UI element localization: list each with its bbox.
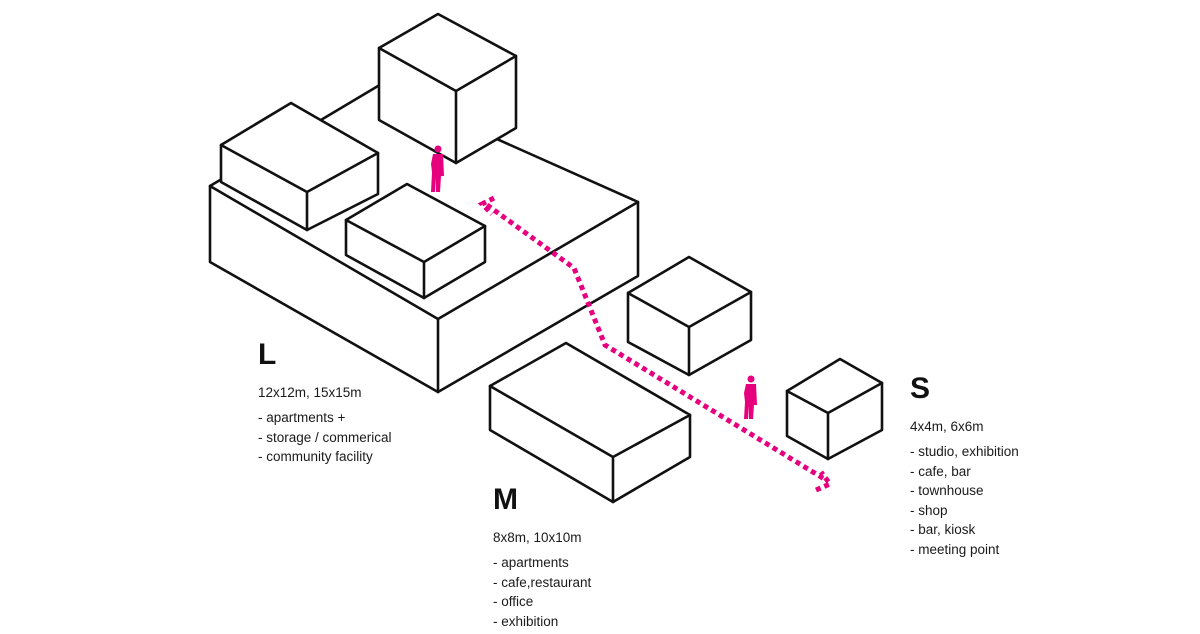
use-item: bar, kiosk xyxy=(910,520,1019,540)
uses-list-s: studio, exhibition cafe, bar townhouse s… xyxy=(910,442,1019,559)
medium-flat-block xyxy=(488,341,692,504)
group-medium: M 8x8m, 10x10m apartments cafe,restauran… xyxy=(493,485,591,631)
use-item: studio, exhibition xyxy=(910,442,1019,462)
use-item: cafe, bar xyxy=(910,462,1019,482)
size-letter-s: S xyxy=(910,372,931,405)
use-item: office xyxy=(493,592,591,612)
small-block xyxy=(785,357,884,461)
group-small: S 4x4m, 6x6m studio, exhibition cafe, ba… xyxy=(910,374,1019,559)
uses-list-m: apartments cafe,restaurant office exhibi… xyxy=(493,553,591,631)
use-item: shop xyxy=(910,501,1019,521)
dotted-arrow-path xyxy=(477,195,834,493)
tall-cube-block xyxy=(377,12,518,165)
dimensions-s: 4x4m, 6x6m xyxy=(910,419,984,434)
dimensions-m: 8x8m, 10x10m xyxy=(493,530,582,545)
size-letter-l: L xyxy=(258,338,277,371)
group-large: L 12x12m, 15x15m apartments + storage / … xyxy=(258,340,392,467)
use-item: storage / commerical xyxy=(258,428,391,448)
person-icon xyxy=(431,145,444,192)
person-icon xyxy=(744,375,757,419)
use-item: exhibition xyxy=(493,612,591,632)
dimensions-l: 12x12m, 15x15m xyxy=(258,385,362,400)
uses-list-l: apartments + storage / commerical commun… xyxy=(258,408,392,467)
use-item: townhouse xyxy=(910,481,1019,501)
left-upper-block xyxy=(219,101,380,232)
upper-right-block xyxy=(626,255,753,377)
use-item: community facility xyxy=(258,447,392,467)
size-letter-m: M xyxy=(493,483,518,516)
use-item: meeting point xyxy=(910,540,1019,560)
use-item: apartments + xyxy=(258,408,392,428)
middle-low-block xyxy=(344,182,487,300)
use-item: apartments xyxy=(493,553,591,573)
use-item: cafe,restaurant xyxy=(493,573,591,593)
